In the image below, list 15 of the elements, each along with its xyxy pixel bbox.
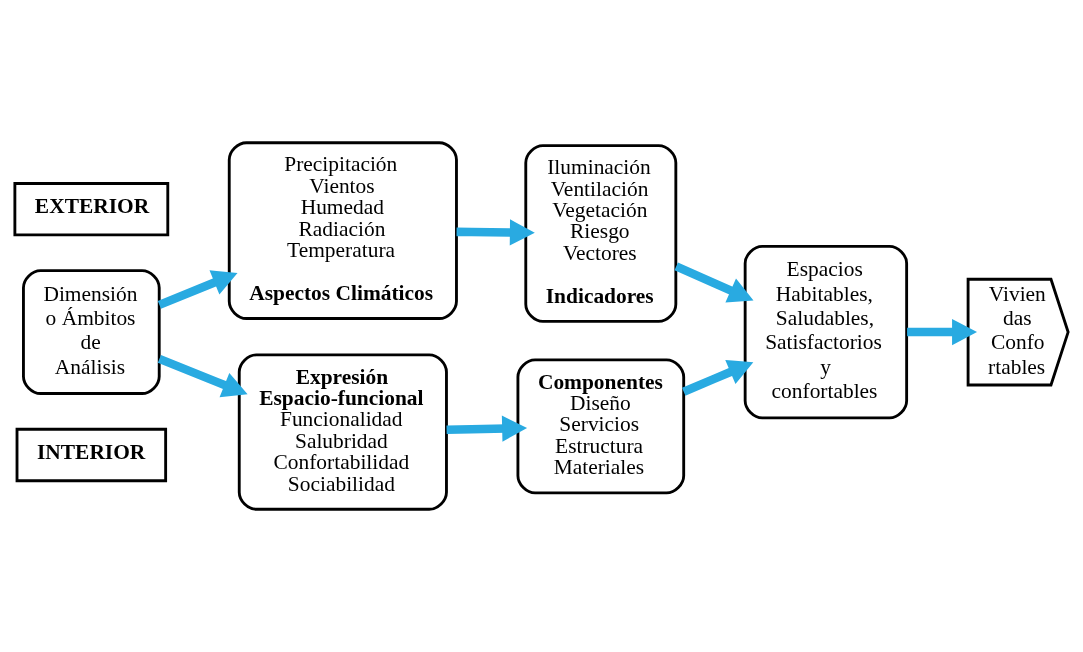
node-box: Dimensión o Ámbitos de Análisis — [22, 269, 161, 395]
arrow — [157, 270, 238, 309]
arrow — [446, 415, 528, 442]
arrow — [907, 319, 977, 346]
arrow — [682, 359, 754, 396]
node-box: INTERIOR — [15, 427, 168, 483]
node-box: EXTERIOR — [13, 182, 170, 237]
node-box: Componentes Diseño Servicios Estructura Materiales — [516, 358, 686, 495]
node-box: Iluminación Ventilación Vegetación Riesgo Vectores Indicadores — [524, 144, 678, 323]
arrow — [456, 219, 535, 246]
node-box: Expresión Espacio-funcional Funcionalidad Salubridad Confortabilidad Sociabilidad — [237, 353, 448, 511]
arrow — [157, 354, 248, 398]
node-box: Precipitación Vientos Humedad Radiación Temperatura Aspectos Climáticos — [227, 141, 458, 320]
node-box: Espacios Habitables, Saludables, Satisfactorios y confortables — [743, 244, 909, 420]
arrow — [674, 262, 754, 303]
